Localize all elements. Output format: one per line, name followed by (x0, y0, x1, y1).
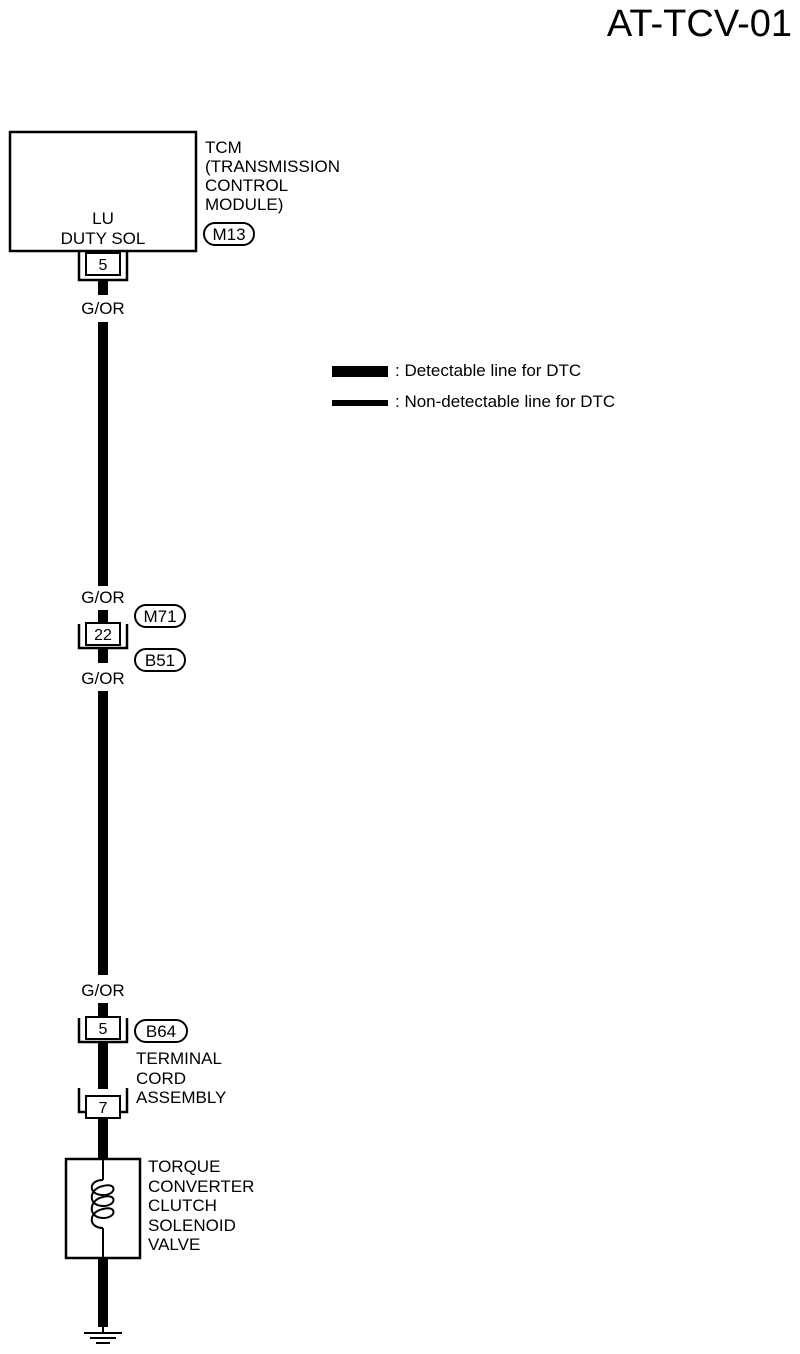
solenoid-connector-number: 5 (99, 1021, 108, 1038)
wire-segment (98, 1259, 108, 1327)
wire-color-label: G/OR (81, 588, 124, 607)
wire-segment (98, 649, 108, 663)
connector-badge-b64-label: B64 (146, 1022, 176, 1041)
connector-badge-b64 (134, 1019, 188, 1043)
wire-segment (98, 281, 108, 295)
connector-badge-b51 (134, 648, 186, 672)
terminal-cord-label-line-1: TERMINAL (136, 1049, 222, 1068)
wire-segment (98, 610, 108, 624)
legend-detectable-text: : Detectable line for DTC (395, 361, 581, 380)
connector-badge-m71-label: M71 (143, 607, 176, 626)
wire-color-label: G/OR (81, 299, 124, 318)
tcm-terminal-box (85, 252, 121, 276)
wire-segment (98, 322, 108, 586)
ground-icon (84, 1327, 122, 1344)
wire-color-label: G/OR (81, 669, 124, 688)
tcm-terminal-bracket (77, 252, 129, 282)
solenoid-label-line-2: CONVERTER (148, 1177, 254, 1196)
legend-non-detectable-text: : Non-detectable line for DTC (395, 392, 615, 411)
solenoid-label-line-1: TORQUE (148, 1157, 220, 1176)
wire-segment (98, 1119, 108, 1159)
joint-terminal-box (85, 622, 121, 646)
terminal-cord-box (85, 1095, 121, 1119)
page-code: AT-TCV-01 (607, 3, 792, 45)
wire-segment (98, 1003, 108, 1017)
solenoid-connector-box (85, 1016, 121, 1040)
tcm-box (8, 130, 198, 253)
tcm-terminal-number: 5 (99, 257, 108, 274)
legend-non-detectable-swatch (332, 400, 388, 406)
tcm-label-line-2: (TRANSMISSION (205, 157, 340, 176)
tcm-inner-line-1: LU (92, 209, 114, 228)
connector-badge-m71 (134, 604, 186, 628)
terminal-cord-number: 7 (99, 1100, 108, 1117)
wire-color-label: G/OR (81, 981, 124, 1000)
solenoid-label-line-5: VALVE (148, 1235, 200, 1254)
connector-badge-m13 (203, 222, 255, 246)
solenoid-connector-bracket (77, 1018, 129, 1044)
tcm-label-line-3: CONTROL (205, 176, 288, 195)
wire-segment (98, 691, 108, 975)
connector-badge-b51-label: B51 (145, 651, 175, 670)
joint-terminal-bracket (77, 624, 129, 650)
connector-badge-m13-label: M13 (212, 225, 245, 244)
tcm-label-line-1: TCM (205, 138, 242, 157)
wire-segment (98, 1043, 108, 1089)
solenoid-label-line-3: CLUTCH (148, 1196, 217, 1215)
joint-terminal-number: 22 (94, 627, 112, 644)
tcm-inner-line-2: DUTY SOL (61, 229, 146, 248)
solenoid-label-line-4: SOLENOID (148, 1216, 236, 1235)
terminal-cord-label-line-2: CORD (136, 1069, 186, 1088)
solenoid-box (64, 1157, 142, 1260)
tcm-label-line-4: MODULE) (205, 195, 283, 214)
terminal-cord-label-line-3: ASSEMBLY (136, 1088, 226, 1107)
solenoid-coil-icon (90, 1179, 115, 1229)
legend-detectable-swatch (332, 366, 388, 377)
